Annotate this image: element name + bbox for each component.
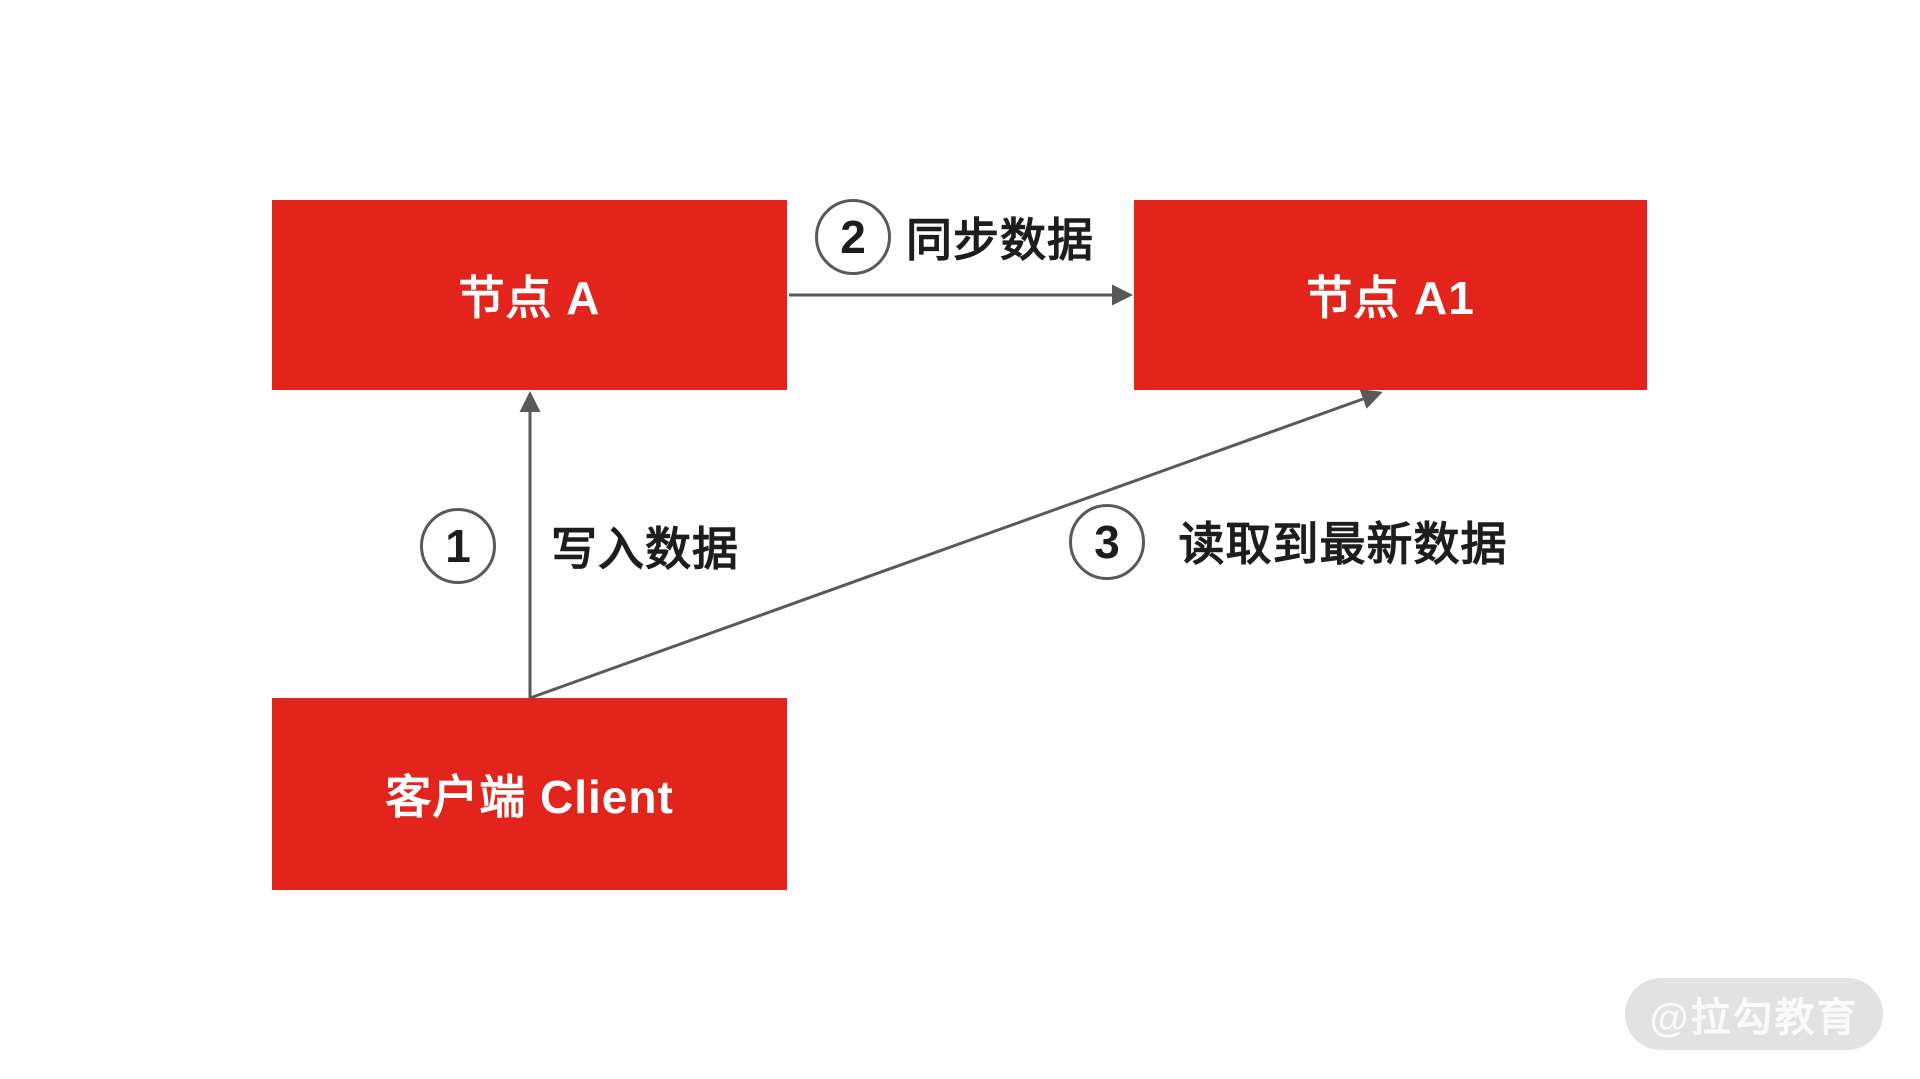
- step-1-number: 1: [445, 520, 471, 572]
- watermark-badge: @拉勾教育: [1625, 978, 1883, 1050]
- step-3-number: 3: [1094, 516, 1120, 568]
- step-2-number: 2: [840, 211, 866, 263]
- client-label: 客户端 Client: [385, 771, 674, 823]
- node-a-label: 节点 A: [458, 272, 601, 324]
- node-a1-box: 节点 A1: [1134, 200, 1647, 390]
- step-2-circle: 2: [815, 199, 891, 275]
- step-3-label: 读取到最新数据: [1178, 518, 1508, 570]
- watermark-text: @拉勾教育: [1649, 996, 1859, 1040]
- arrow-read-latest-data: [529, 389, 1383, 700]
- step-3-circle: 3: [1069, 504, 1145, 580]
- step-2-label: 同步数据: [906, 214, 1094, 266]
- node-a-box: 节点 A: [272, 200, 787, 390]
- node-a1-label: 节点 A1: [1306, 272, 1475, 324]
- step-1-label: 写入数据: [551, 523, 739, 575]
- step-1-circle: 1: [420, 508, 496, 584]
- client-box: 客户端 Client: [272, 698, 787, 890]
